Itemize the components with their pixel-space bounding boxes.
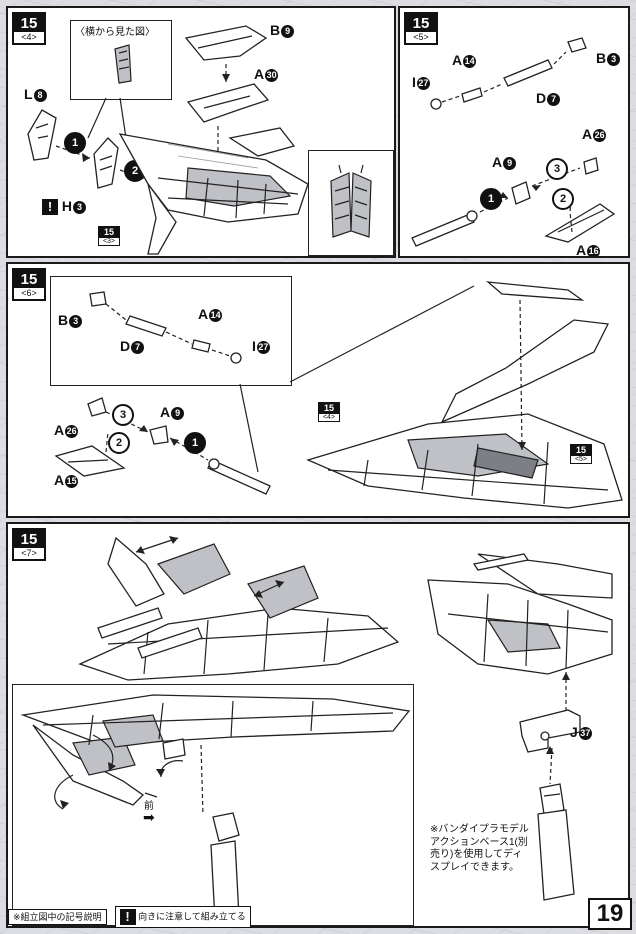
front-arrow-icon: ➡ xyxy=(143,809,155,825)
side-view-title: 〈横から見た図〉 xyxy=(75,27,155,38)
side-view-part xyxy=(114,44,132,84)
step6-parts xyxy=(54,281,623,509)
part-h3-plate xyxy=(93,137,119,189)
detail-inset xyxy=(308,150,394,256)
warning-icon: ! xyxy=(42,199,58,216)
step-marker-3: 3 xyxy=(546,158,568,180)
callout-pointer xyxy=(87,97,127,139)
action-base-note: ※バンダイプラモデルアクションベース1(別売り)を使用してディスプレイできます。 xyxy=(430,824,529,873)
wing-assembly-drawing xyxy=(118,127,309,255)
step-marker-1: 1 xyxy=(64,132,86,154)
ref-step-15-5: 15<5> xyxy=(570,444,592,464)
step-marker-1: 1 xyxy=(184,432,206,454)
aircraft-top-view xyxy=(78,536,400,681)
warning-icon: ! xyxy=(119,909,136,925)
step-marker-2: 2 xyxy=(552,188,574,210)
aircraft-on-base xyxy=(427,553,613,901)
legend-marked-steps: ※組立図中の記号説明 xyxy=(8,908,107,926)
inset-parts xyxy=(330,164,372,238)
part-a30-cover xyxy=(186,83,270,123)
part-b9-wing-cap xyxy=(184,25,268,61)
part-l8-clip xyxy=(27,109,57,161)
subassembly-box xyxy=(50,276,292,386)
step-badge: 15 <6> xyxy=(12,268,46,301)
page-number: 19 xyxy=(588,898,632,930)
step-marker-1: 1 xyxy=(480,188,502,210)
barrel-parts xyxy=(411,37,616,247)
footer-legend: ※組立図中の記号説明 ! 向きに注意して組み立てる xyxy=(8,906,251,928)
underside-detail: 前 ➡ xyxy=(12,684,414,926)
underside-drawing xyxy=(20,694,411,922)
step-badge: 15 <7> xyxy=(12,528,46,561)
step-marker-2: 2 xyxy=(108,432,130,454)
step-badge: 15 <5> xyxy=(404,12,438,45)
step-badge: 15 <4> xyxy=(12,12,46,45)
ref-step-15-3: 15<3> xyxy=(98,226,120,246)
front-direction-label: 前 ➡ xyxy=(143,801,155,825)
step-marker-3: 3 xyxy=(112,404,134,426)
legend-warning: ! 向きに注意して組み立てる xyxy=(114,906,251,928)
step-panel-7: 15 <7> xyxy=(6,522,630,928)
ref-step-15-4: 15<4> xyxy=(318,402,340,422)
side-view-callout: 〈横から見た図〉 xyxy=(70,20,172,100)
